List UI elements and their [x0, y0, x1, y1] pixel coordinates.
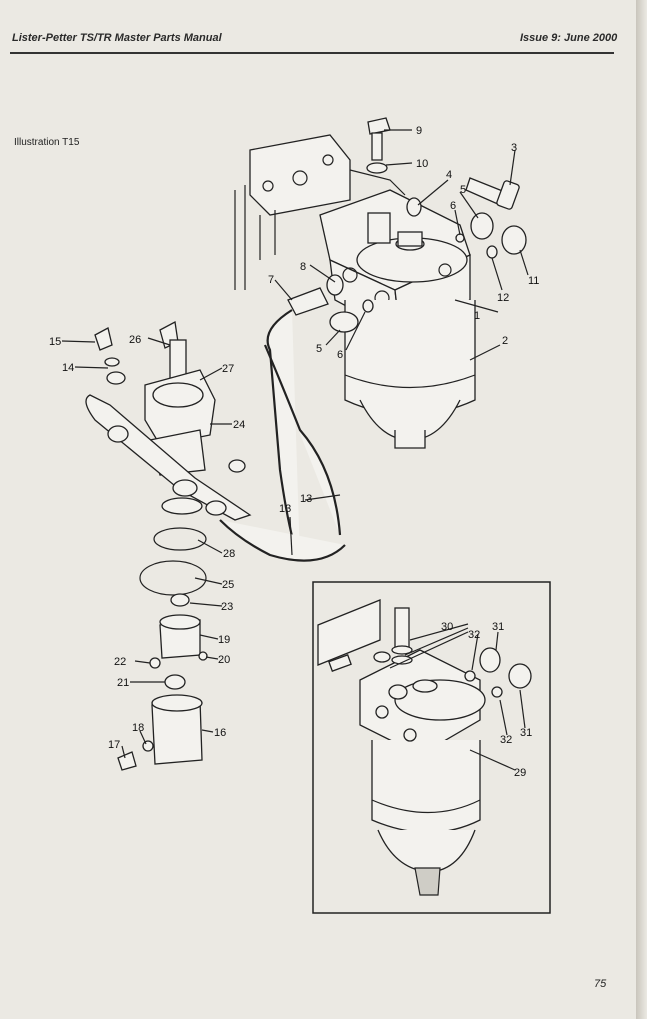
- filter-assembly-top: [319, 189, 476, 449]
- callout-23: 23: [221, 601, 233, 613]
- callout-31a: 31: [492, 621, 504, 633]
- callout-3: 3: [511, 142, 517, 154]
- callout-24: 24: [233, 419, 245, 431]
- callout-31b: 31: [520, 727, 532, 739]
- manual-title: Lister-Petter TS/TR Master Parts Manual: [12, 32, 222, 44]
- page-edge: [636, 0, 647, 1019]
- callout-29: 29: [514, 767, 526, 779]
- lift-pump-assembly: [85, 320, 346, 562]
- callout-13a: 13: [300, 493, 312, 505]
- header-rule: [10, 52, 614, 54]
- callout-30: 30: [441, 621, 453, 633]
- callout-13b: 13: [279, 503, 291, 515]
- callout-18: 18: [132, 722, 144, 734]
- issue-date: Issue 9: June 2000: [520, 32, 618, 44]
- callout-27: 27: [222, 363, 234, 375]
- callout-4: 4: [446, 169, 452, 181]
- callout-5b: 5: [316, 343, 322, 355]
- callout-16: 16: [214, 727, 226, 739]
- illustration-label: Illustration T15: [14, 137, 80, 148]
- callout-28: 28: [223, 548, 235, 560]
- bolt-3: [406, 177, 520, 217]
- callout-8: 8: [300, 261, 306, 273]
- callout-21: 21: [117, 677, 129, 689]
- callout-1: 1: [474, 310, 480, 322]
- callout-14: 14: [62, 362, 74, 374]
- callout-22: 22: [114, 656, 126, 668]
- lift-pump-stack: [117, 527, 208, 771]
- callout-32a: 32: [468, 629, 480, 641]
- callout-5a: 5: [460, 184, 466, 196]
- callout-19: 19: [218, 634, 230, 646]
- fuel-pipe-13b: [263, 344, 342, 536]
- plugs-5-11-12: [455, 212, 527, 259]
- page-number: 75: [594, 978, 607, 990]
- callout-numbers: 1 2 3 4 5 5 6 6 7 8 9 10 11 12 13 13 14 …: [49, 125, 539, 779]
- engine-bracket: [234, 134, 406, 290]
- leader-lines: [61, 129, 529, 771]
- callout-6a: 6: [450, 200, 456, 212]
- callout-10: 10: [416, 158, 428, 170]
- inset-frame: [312, 581, 551, 914]
- callout-32b: 32: [500, 734, 512, 746]
- callout-26: 26: [129, 334, 141, 346]
- callout-12: 12: [497, 292, 509, 304]
- filter-assembly-inset: [317, 599, 532, 896]
- callout-6b: 6: [337, 349, 343, 361]
- callout-17: 17: [108, 739, 120, 751]
- adaptors-7-8: [287, 274, 374, 333]
- callout-7: 7: [268, 274, 274, 286]
- callout-25: 25: [222, 579, 234, 591]
- callout-11: 11: [528, 275, 539, 287]
- callout-9: 9: [416, 125, 422, 137]
- callout-20: 20: [218, 654, 230, 666]
- fuel-pipe-13a: [266, 309, 301, 561]
- callout-2: 2: [502, 335, 508, 347]
- callout-15: 15: [49, 336, 61, 348]
